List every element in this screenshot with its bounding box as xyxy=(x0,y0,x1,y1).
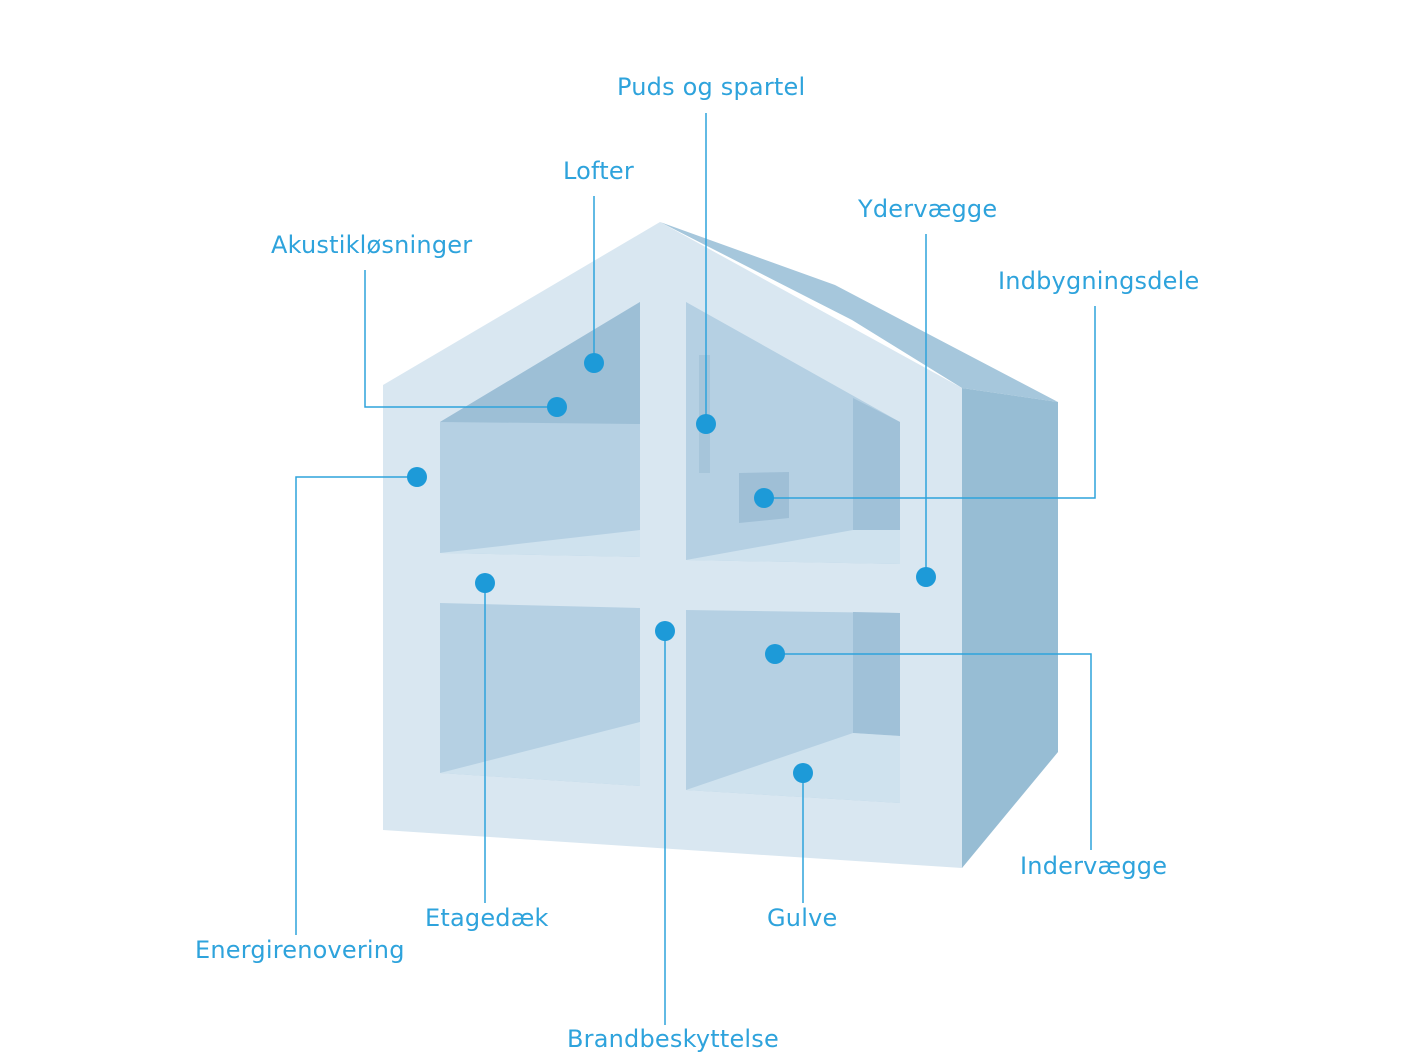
hotspot-etagedaek[interactable] xyxy=(475,573,495,593)
hotspot-gulve[interactable] xyxy=(793,763,813,783)
hotspot-ydervaegge[interactable] xyxy=(916,567,936,587)
hotspot-puds-og-spartel[interactable] xyxy=(696,414,716,434)
hotspot-indervaegge[interactable] xyxy=(765,644,785,664)
hotspot-brandbeskyttelse[interactable] xyxy=(655,621,675,641)
hotspot-indbygningsdele[interactable] xyxy=(754,488,774,508)
hotspot-dots xyxy=(407,353,936,783)
label-gulve[interactable]: Gulve xyxy=(767,904,838,932)
label-etagedaek[interactable]: Etagedæk xyxy=(425,904,549,932)
label-indervaegge[interactable]: Indervægge xyxy=(1020,852,1168,880)
label-indbygningsdele[interactable]: Indbygningsdele xyxy=(998,267,1200,295)
label-akustikloesninger[interactable]: Akustikløsninger xyxy=(271,231,473,259)
label-puds-og-spartel[interactable]: Puds og spartel xyxy=(617,73,806,101)
room-lower-left xyxy=(440,603,640,786)
leader-indervaegge xyxy=(775,653,1092,850)
roof-side xyxy=(660,222,1058,402)
leader-indbygningsdele xyxy=(764,306,1096,499)
hotspot-lofter[interactable] xyxy=(584,353,604,373)
house-side-wall xyxy=(962,388,1058,868)
label-energirenovering[interactable]: Energirenovering xyxy=(195,936,405,964)
hotspot-akustikloesninger[interactable] xyxy=(547,397,567,417)
label-lofter[interactable]: Lofter xyxy=(563,157,634,185)
leader-akustikloesninger xyxy=(364,270,557,408)
leader-lines xyxy=(295,113,1096,1025)
leader-energirenovering xyxy=(295,476,417,935)
house xyxy=(383,222,1058,868)
room-lower-right xyxy=(686,610,900,803)
label-brandbeskyttelse[interactable]: Brandbeskyttelse xyxy=(567,1025,779,1053)
label-ydervaegge[interactable]: Ydervægge xyxy=(858,195,998,223)
room-upper-right xyxy=(686,302,900,564)
hotspot-energirenovering[interactable] xyxy=(407,467,427,487)
